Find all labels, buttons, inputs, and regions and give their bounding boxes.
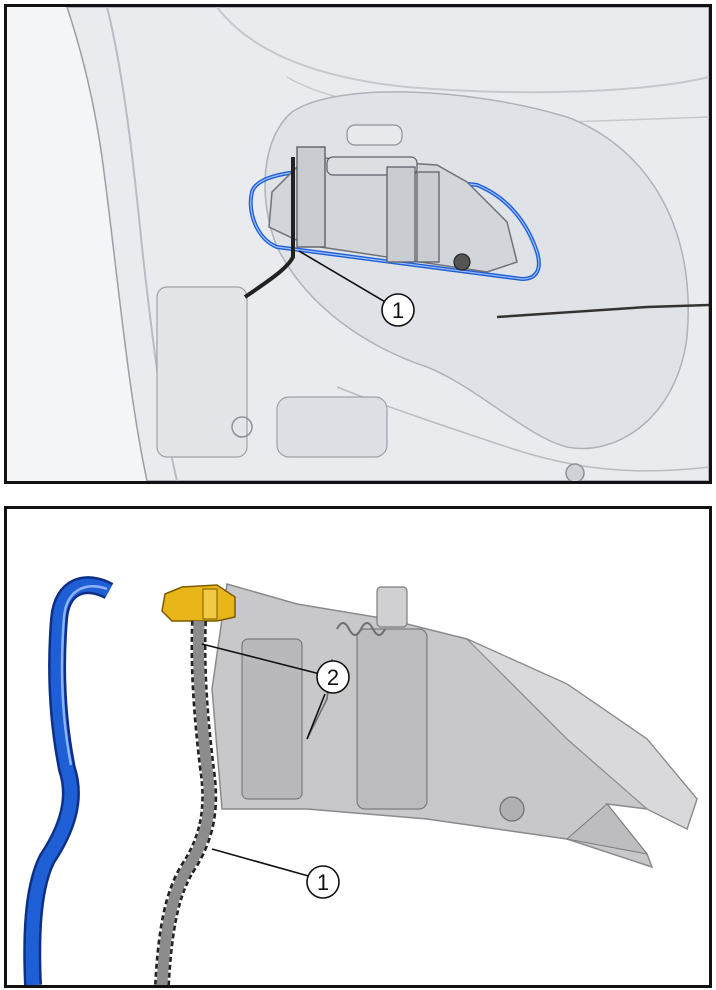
callout-1-leader (298, 250, 388, 304)
callout-1-label: 1 (392, 298, 404, 323)
callout-layer: 2 1 (201, 643, 350, 899)
callout-1-circle (306, 865, 340, 899)
callout-2-label: 2 (327, 665, 339, 690)
figure-handle-detail: 2 1 (4, 506, 712, 988)
callout-1-circle (381, 293, 415, 327)
callout-2-circle (316, 660, 350, 694)
door-interior-illustration (66, 7, 709, 481)
figure-door-handle-installed: 1 (4, 4, 712, 484)
callout-layer: 1 (298, 250, 415, 327)
handle-carrier-illustration (23, 576, 698, 985)
callout-2-leader-b (306, 693, 326, 740)
callout-2-leader-a (201, 643, 321, 675)
callout-1-leader (211, 848, 313, 878)
callout-1-label: 1 (317, 870, 329, 895)
